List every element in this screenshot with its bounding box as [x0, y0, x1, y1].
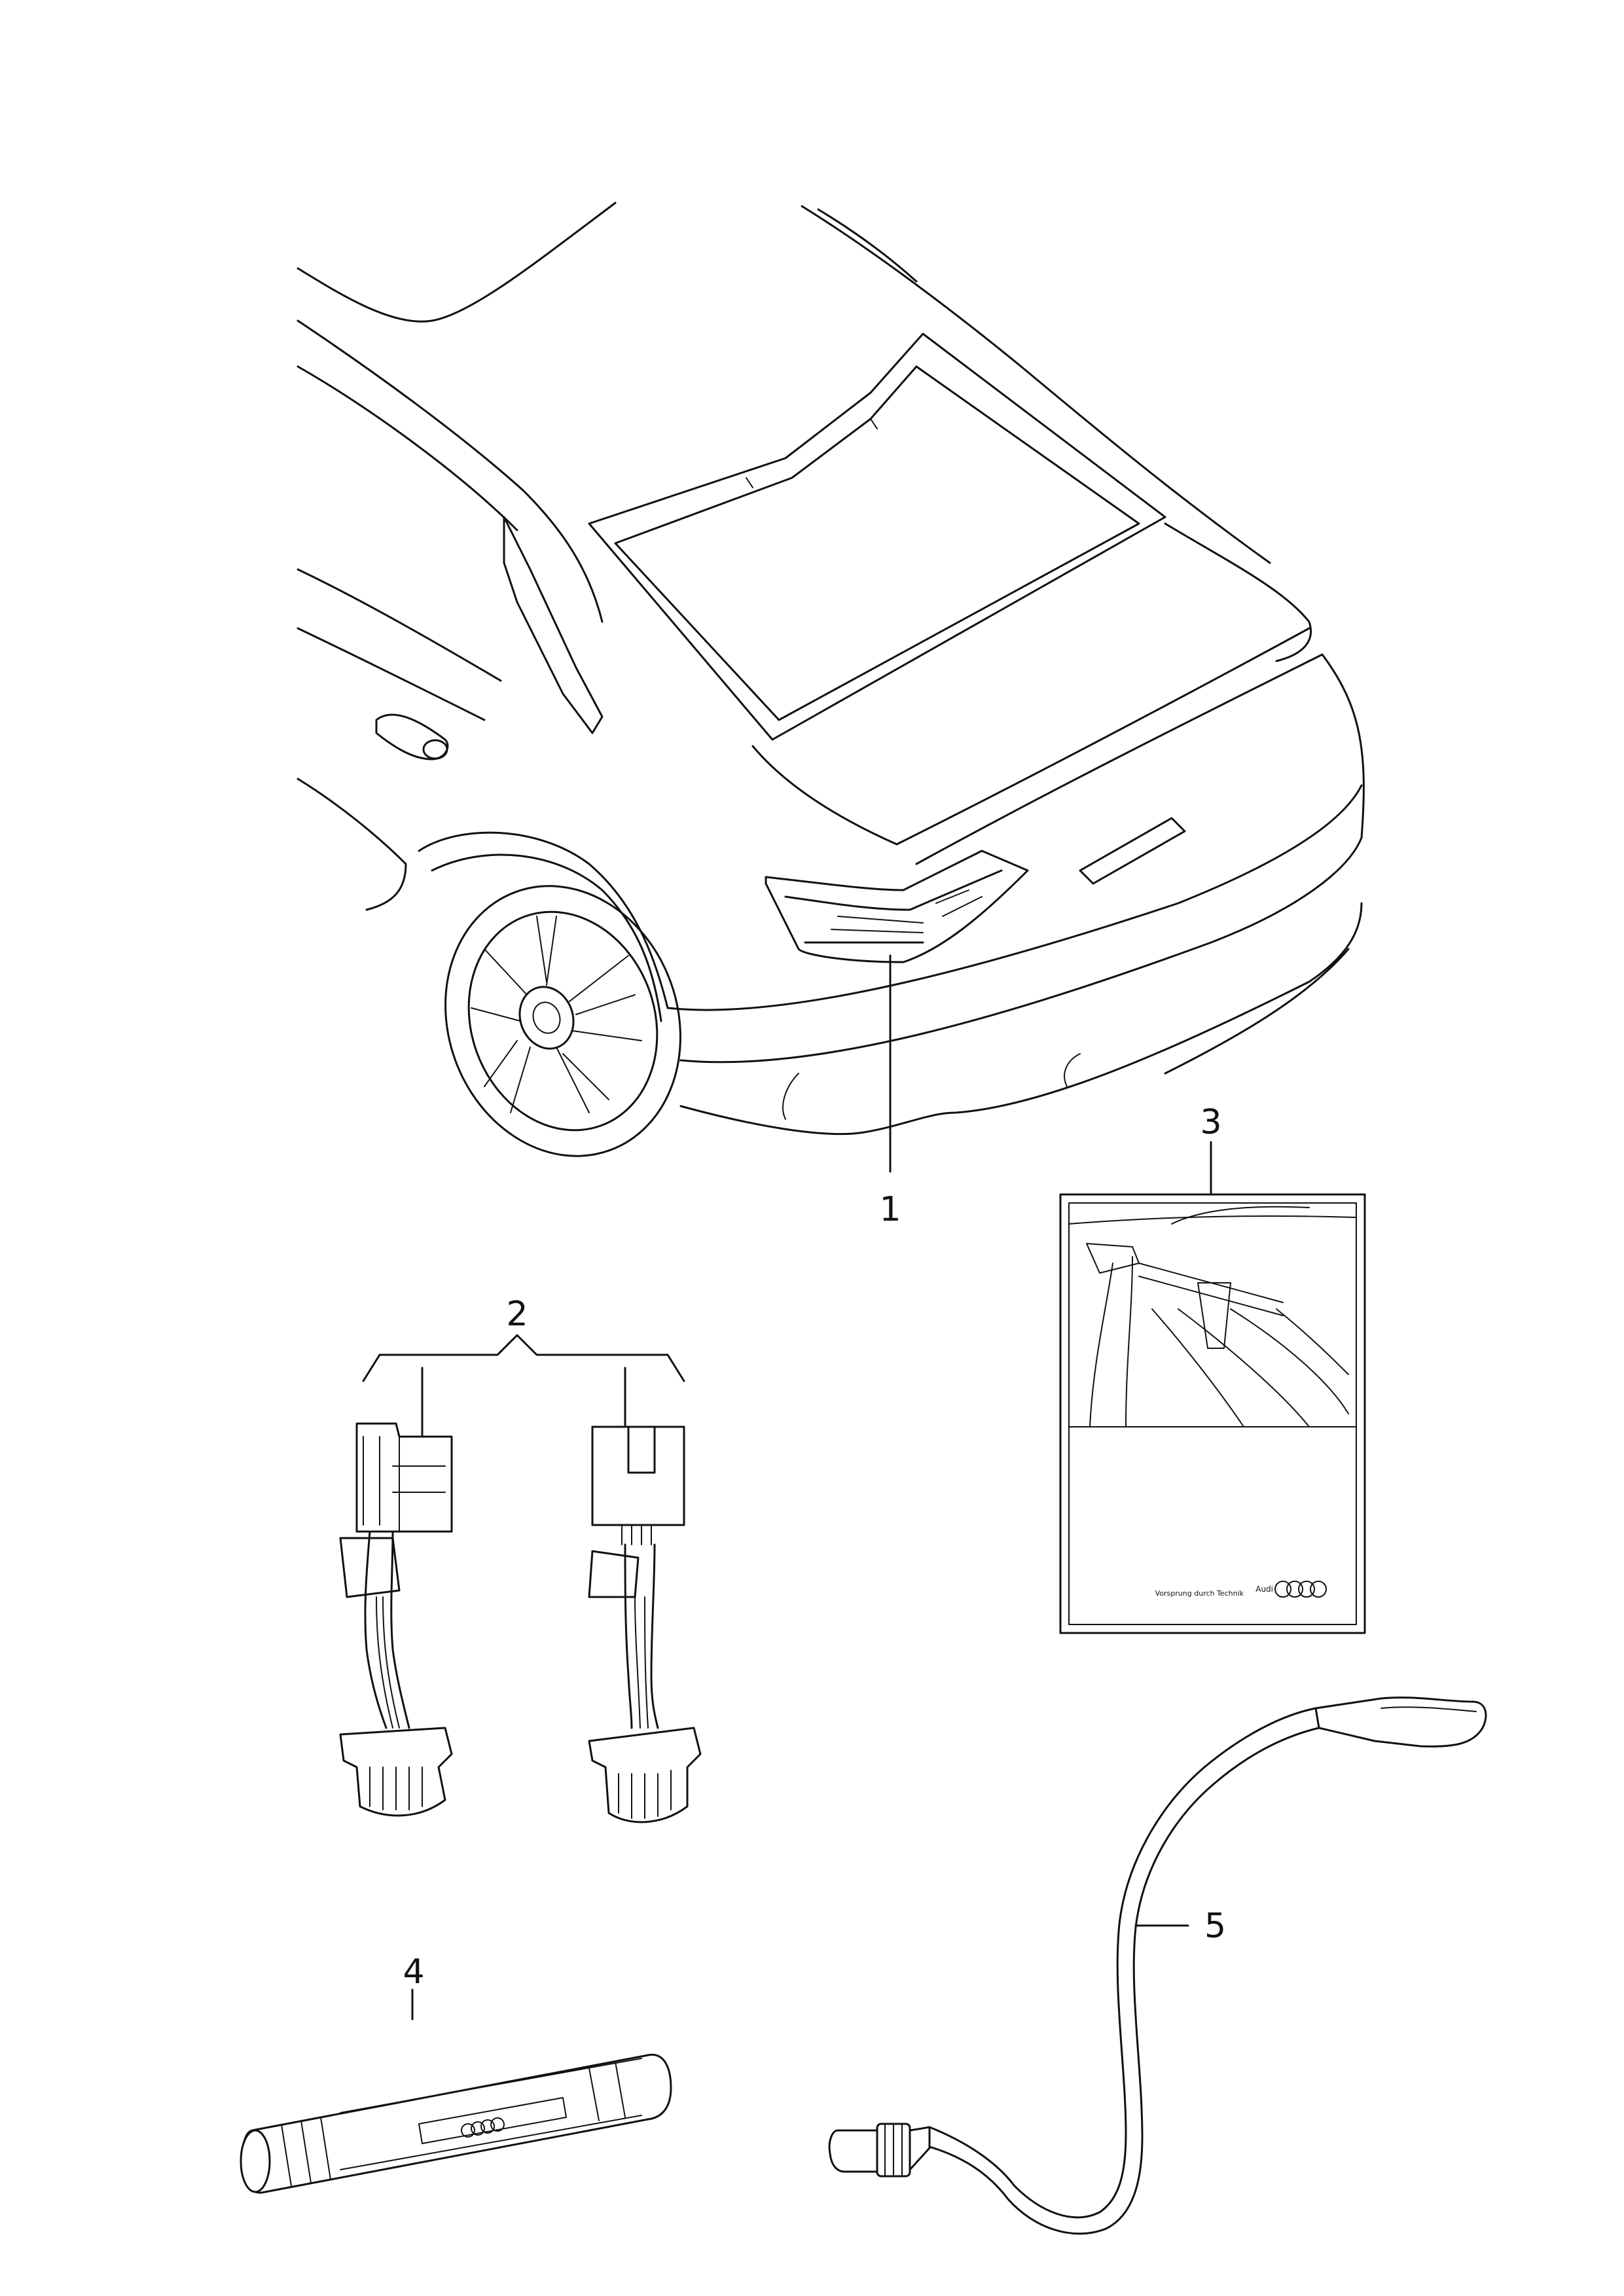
car-rear-illustration — [297, 202, 1365, 1173]
tail-light-part — [765, 850, 1029, 963]
poster-part: Vorsprung durch Technik Audi — [1059, 1141, 1366, 1634]
adapter-harness-part — [339, 1334, 702, 1823]
callout-1: 1 — [879, 1190, 901, 1229]
callout-4: 4 — [403, 1952, 424, 1992]
audi-rings-logo — [1274, 1581, 1327, 1598]
callout-3: 3 — [1200, 1103, 1221, 1142]
poster-brand-name: Audi — [1255, 1585, 1273, 1594]
pen-light-part — [240, 1988, 672, 2194]
light-cable-part — [828, 1696, 1487, 2235]
callout-2: 2 — [506, 1295, 528, 1334]
poster-slogan: Vorsprung durch Technik — [1155, 1589, 1244, 1598]
callout-5: 5 — [1204, 1907, 1226, 1946]
